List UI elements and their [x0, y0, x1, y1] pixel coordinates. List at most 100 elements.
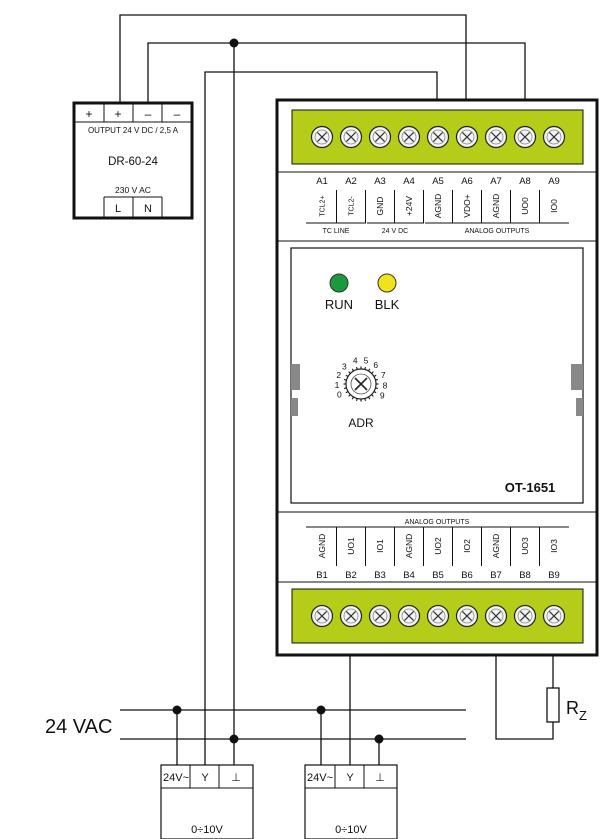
top-terminal-screw-9[interactable]: [542, 125, 566, 149]
terminal-signal-B5: UO2: [433, 537, 443, 555]
terminal-signal-A6: VDO+: [462, 194, 472, 217]
actuator-2-range: 0÷10V: [335, 824, 367, 836]
terminal-id-B9: B9: [548, 570, 560, 581]
dial-label: ADR: [348, 416, 374, 430]
module-ot1651: A1TCL2+A2TCL2-A3GNDA4+24VA5AGNDA6VDO+A7A…: [275, 98, 599, 657]
actuator-1-range: 0÷10V: [191, 824, 223, 836]
dial-digit-1: 1: [335, 380, 340, 390]
dial-digit-9: 9: [380, 390, 385, 400]
bottom-terminal-screw-8[interactable]: [513, 604, 537, 628]
terminal-signal-B9: IO3: [549, 539, 559, 553]
actuator-1-body: [160, 764, 254, 839]
terminal-signal-A5: AGND: [433, 194, 443, 219]
terminal-id-A8: A8: [519, 176, 531, 187]
terminal-id-A1: A1: [316, 176, 328, 187]
terminal-id-A4: A4: [403, 176, 415, 187]
dial-digit-2: 2: [336, 370, 341, 380]
psu-input-label: 230 V AC: [115, 185, 151, 195]
top-terminal-screw-8[interactable]: [513, 125, 537, 149]
panel-notch-left-1: [291, 364, 300, 390]
terminal-id-A2: A2: [345, 176, 357, 187]
bottom-terminal-screw-2[interactable]: [339, 604, 363, 628]
terminal-signal-A1: TCL2+: [319, 195, 326, 216]
terminal-id-A3: A3: [374, 176, 386, 187]
actuator-2: 24V~ Y ⊥ 0÷10V: [304, 764, 398, 839]
top-terminal-screw-3[interactable]: [368, 125, 392, 149]
terminal-signal-B4: AGND: [404, 534, 414, 559]
top-terminal-screw-1[interactable]: [310, 125, 334, 149]
psu-terminal-n: N: [144, 203, 152, 215]
dial-digit-4: 4: [353, 356, 358, 366]
module-model: OT-1651: [505, 480, 556, 495]
terminal-signal-A2: TCL2-: [348, 196, 355, 216]
terminal-id-B3: B3: [374, 570, 386, 581]
resistor-label: RZ: [566, 698, 587, 723]
top-terminal-screw-5[interactable]: [426, 125, 450, 149]
group-analog-outputs-bottom: ANALOG OUTPUTS: [405, 519, 470, 526]
terminal-id-B4: B4: [403, 570, 415, 581]
panel-notch-right-2: [576, 398, 583, 416]
top-terminal-screw-2[interactable]: [339, 125, 363, 149]
panel-notch-right-1: [571, 364, 583, 390]
terminal-id-B8: B8: [519, 570, 531, 581]
terminal-signal-A3: GND: [375, 197, 385, 216]
actuator-1: 24V~ Y ⊥ 0÷10V: [160, 764, 254, 839]
top-terminal-labels: A1TCL2+A2TCL2-A3GNDA4+24VA5AGNDA6VDO+A7A…: [316, 176, 560, 223]
terminal-id-B5: B5: [432, 570, 444, 581]
terminal-signal-A8: UO0: [520, 197, 530, 215]
psu-terminal-1: +: [85, 107, 92, 121]
top-terminal-screw-7[interactable]: [484, 125, 508, 149]
wire-b7-rz: [495, 655, 554, 740]
terminal-id-B2: B2: [345, 570, 357, 581]
actuator-2-terminal-24v: 24V~: [307, 772, 333, 784]
bottom-terminal-screw-5[interactable]: [426, 604, 450, 628]
dial-digit-5: 5: [364, 356, 369, 366]
led-run-label: RUN: [325, 297, 353, 312]
bottom-terminal-screw-9[interactable]: [542, 604, 566, 628]
terminal-id-B1: B1: [316, 570, 328, 581]
terminal-id-A7: A7: [490, 176, 502, 187]
psu-model: DR-60-24: [108, 156, 158, 168]
bottom-terminal-screw-7[interactable]: [484, 604, 508, 628]
bottom-terminal-screw-4[interactable]: [397, 604, 421, 628]
dial-digit-0: 0: [337, 390, 342, 400]
led-blk: [377, 273, 397, 293]
junction-bus-2: [229, 734, 239, 744]
psu-terminal-3: –: [145, 107, 152, 121]
dial-digit-3: 3: [342, 362, 347, 372]
group-analog-outputs-top: ANALOG OUTPUTS: [465, 228, 530, 235]
psu-terminal-2: +: [114, 107, 121, 121]
terminal-id-A9: A9: [548, 176, 560, 187]
bottom-terminal-screw-3[interactable]: [368, 604, 392, 628]
top-terminal-screw-4[interactable]: [397, 125, 421, 149]
psu-output-label: OUTPUT 24 V DC / 2,5 A: [88, 126, 179, 135]
bottom-terminal-screw-1[interactable]: [310, 604, 334, 628]
terminal-signal-B3: IO1: [375, 539, 385, 553]
terminal-id-A5: A5: [432, 176, 444, 187]
terminal-id-B6: B6: [461, 570, 473, 581]
wires: [119, 14, 560, 765]
wire-psu-plus-a6: [119, 14, 467, 103]
terminal-signal-B7: AGND: [491, 534, 501, 559]
resistor-rz: [546, 687, 560, 723]
terminal-signal-A7: AGND: [491, 194, 501, 219]
led-blk-label: BLK: [375, 297, 400, 312]
terminal-id-A6: A6: [461, 176, 473, 187]
terminal-signal-A4: +24V: [404, 196, 414, 216]
panel-notch-left-2: [291, 398, 298, 416]
terminal-signal-B6: IO2: [462, 539, 472, 553]
group-tc-line: TC LINE: [323, 228, 350, 235]
wire-a5-y1: [204, 71, 438, 765]
actuator-1-terminal-gnd: ⊥: [231, 772, 241, 784]
supply-label: 24 VAC: [45, 716, 112, 738]
group-24vdc: 24 V DC: [382, 228, 408, 235]
bottom-terminal-labels: AGNDB1UO1B2IO1B3AGNDB4UO2B5IO2B6AGNDB7UO…: [316, 527, 560, 581]
psu-terminal-l: L: [115, 203, 121, 215]
led-run: [329, 273, 349, 293]
bottom-terminal-screw-6[interactable]: [455, 604, 479, 628]
terminal-signal-B8: UO3: [520, 537, 530, 555]
top-terminal-screw-6[interactable]: [455, 125, 479, 149]
junction-top: [229, 38, 239, 48]
